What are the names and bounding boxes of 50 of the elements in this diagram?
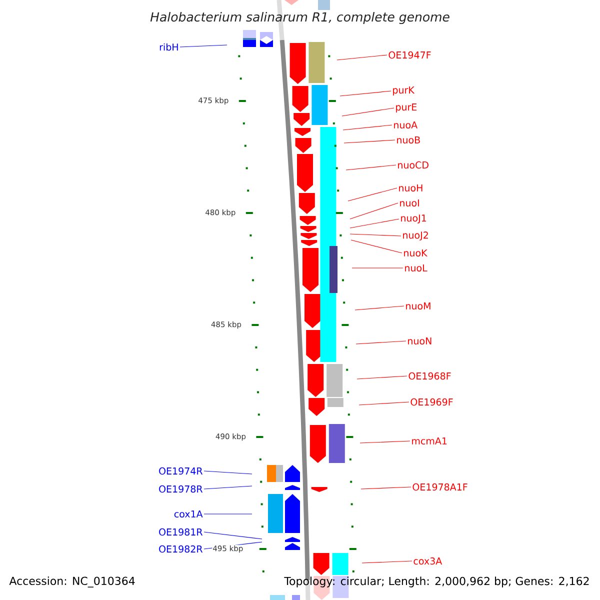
gene-label: OE1981R xyxy=(159,528,203,536)
leader-line xyxy=(346,164,396,170)
leader-line xyxy=(348,188,398,202)
footer-text: Accession: NC_010364 xyxy=(9,576,135,588)
gene-label: OE1947F xyxy=(388,51,431,59)
gene-label: nuoCD xyxy=(398,161,428,169)
gene-label: nuoH xyxy=(399,184,422,192)
leader-line xyxy=(342,108,394,116)
gene-label: nuoJ1 xyxy=(401,214,426,224)
leader-line xyxy=(350,218,400,228)
leader-line xyxy=(204,532,262,540)
gene-label: nuoA xyxy=(394,121,418,129)
leader-line xyxy=(358,402,410,406)
gene-label: OE1982R xyxy=(159,545,203,553)
leader-line xyxy=(356,340,406,344)
leader-line xyxy=(180,44,228,48)
footer-text: Topology: circular; Length: 2,000,962 bp; Genes: 2,162 xyxy=(284,576,589,588)
gene-label: OE1978R xyxy=(159,485,203,493)
leader-line xyxy=(340,90,392,96)
gene-label: cox1A xyxy=(174,510,203,518)
leader-line xyxy=(204,470,252,474)
leader-line xyxy=(350,234,402,236)
gene-label: nuoN xyxy=(408,337,432,345)
gene-label: OE1974R xyxy=(159,467,203,475)
gene-label: OE1978A1F xyxy=(412,483,468,491)
leader-line xyxy=(350,240,402,254)
gene-label: nuoM xyxy=(406,302,430,310)
leader-line xyxy=(336,54,388,60)
gene-label: OE1969F xyxy=(410,398,453,406)
gene-label: purK xyxy=(393,86,415,96)
leader-line xyxy=(344,140,396,144)
leader-line xyxy=(342,124,392,130)
gene-label: nuoJ2 xyxy=(403,232,428,240)
leader-line xyxy=(360,440,410,444)
gene-label: OE1968F xyxy=(408,372,451,380)
leader-line xyxy=(354,306,404,310)
gene-label: nuoB xyxy=(397,136,420,144)
leader-line xyxy=(362,560,412,564)
gene-label: nuoK xyxy=(404,249,428,257)
leader-line xyxy=(350,202,398,220)
gene-label: cox3A xyxy=(414,557,442,565)
gene-label: nuoL xyxy=(405,264,428,272)
leader-line xyxy=(360,486,412,490)
leader-line xyxy=(356,376,408,380)
gene-label: purE xyxy=(396,104,417,112)
gene-label: ribH xyxy=(160,43,178,51)
title: Halobacterium salinarum R1, complete genome xyxy=(150,12,450,24)
gene-label: nuoI xyxy=(400,199,419,207)
gene-label: mcmA1 xyxy=(412,437,447,445)
leader-line xyxy=(204,486,252,490)
